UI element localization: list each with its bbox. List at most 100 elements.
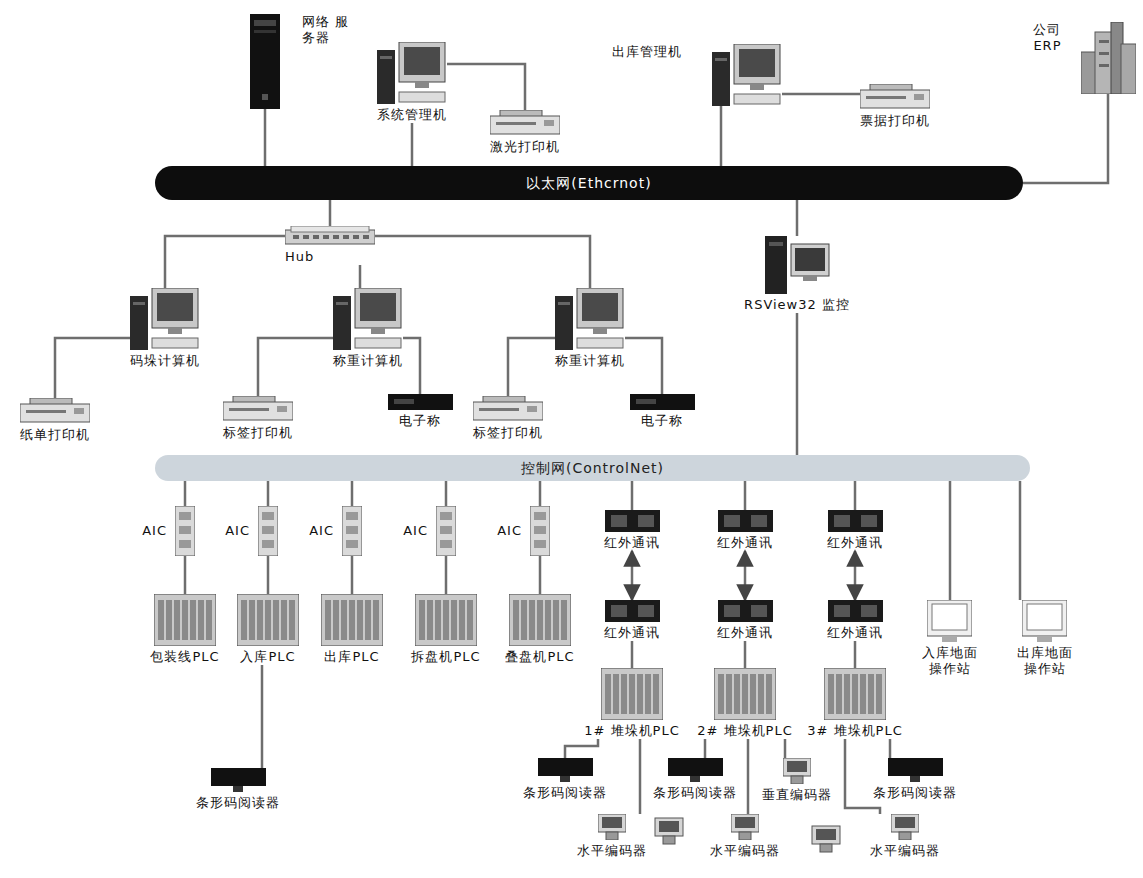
network-link (445, 481, 448, 506)
bus-label: 以太网(Ethcrnot) (526, 175, 651, 191)
infrared-unit-icon (718, 510, 773, 532)
device-label: 出库管理机 (612, 44, 682, 60)
network-link (625, 338, 662, 394)
aic-module-icon (530, 506, 550, 556)
network-link (375, 236, 590, 288)
device-label: 系统管理机 (377, 107, 447, 123)
network-link (796, 313, 799, 455)
network-link (704, 739, 707, 758)
scale: 电子称 (630, 394, 695, 429)
barcode-reader: 条形码阅读器 (873, 758, 957, 801)
network-link (845, 739, 880, 814)
plc-rack-icon (509, 594, 571, 646)
network-link (258, 338, 333, 396)
computer: 称重计算机 (555, 288, 625, 369)
computer-icon (765, 236, 830, 294)
device-label: 称重计算机 (555, 353, 625, 369)
printer-icon (223, 396, 293, 422)
computer: 出库管理机 (612, 44, 782, 106)
network-link (445, 556, 448, 594)
device-label: 码垛计算机 (130, 353, 200, 369)
device-label: 2# 堆垛机PLC (697, 723, 792, 739)
plc-rack-icon (714, 668, 776, 720)
infrared-unit-icon (828, 510, 883, 532)
encoder: 水平编码器 (870, 814, 940, 859)
aic-module: AIC (142, 506, 195, 556)
device-label: 电子称 (641, 413, 683, 429)
device-label: 纸单打印机 (20, 427, 90, 443)
network-link (747, 739, 750, 814)
network-link (782, 93, 860, 96)
barcode-reader-icon (888, 758, 943, 782)
device-label: 3# 堆垛机PLC (807, 723, 902, 739)
network-link (55, 338, 130, 398)
printer: 激光打印机 (490, 110, 560, 155)
network-link (744, 481, 747, 510)
device-label: 入库PLC (240, 649, 295, 665)
network-link (784, 739, 787, 758)
network-link (359, 265, 362, 288)
network-link (631, 641, 634, 668)
device-label: AIC (309, 523, 334, 539)
infrared-unit-icon (605, 510, 660, 532)
device-label: 叠盘机PLC (505, 649, 574, 665)
barcode-reader-icon (538, 758, 593, 782)
printer: 标签打印机 (223, 396, 293, 441)
network-link (744, 641, 747, 668)
network-link (854, 641, 857, 668)
network-link (539, 556, 542, 594)
computer-icon (377, 42, 447, 104)
plc-rack-icon (601, 668, 663, 720)
aic-module: AIC (497, 506, 550, 556)
network-link (403, 338, 420, 394)
plc-rack-icon (415, 594, 477, 646)
printer-icon (490, 110, 560, 136)
computer-icon (130, 288, 200, 350)
infrared-unit: 红外通讯 (717, 600, 773, 641)
device-label: 电子称 (399, 413, 441, 429)
scale-icon (388, 394, 453, 410)
plc: 3# 堆垛机PLC (807, 668, 902, 739)
device-label: RSView32 监控 (744, 297, 850, 313)
barcode-reader: 条形码阅读器 (653, 758, 737, 801)
monitor-station: RSView32 监控 (744, 236, 850, 313)
aic-module: AIC (403, 506, 456, 556)
encoder: 水平编码器 (577, 814, 647, 859)
aic-module-icon (436, 506, 456, 556)
aic-module-icon (258, 506, 278, 556)
encoder-icon (655, 818, 683, 844)
plc: 叠盘机PLC (505, 594, 574, 665)
erp-system: 公司 ERP (1033, 22, 1136, 94)
printer: 纸单打印机 (20, 398, 90, 443)
barcode-reader: 条形码阅读器 (523, 758, 607, 801)
encoder-icon (812, 826, 840, 852)
network-link (889, 739, 892, 758)
device-label: 条形码阅读器 (523, 785, 607, 801)
encoder-icon (891, 814, 919, 840)
device-label: 红外通讯 (827, 625, 883, 641)
network-link (854, 551, 857, 600)
device-label: 标签打印机 (473, 425, 543, 441)
encoder-icon (598, 814, 626, 840)
computer-icon (333, 288, 403, 350)
operator-station-icon (1022, 600, 1067, 642)
network-link (267, 556, 270, 594)
plc-rack-icon (237, 594, 299, 646)
printer: 票据打印机 (860, 84, 930, 129)
network-link (267, 481, 270, 506)
aic-module: AIC (225, 506, 278, 556)
encoder: 垂直编码器 (762, 758, 832, 803)
network-link (565, 739, 598, 758)
device-label: 出库地面 操作站 (1015, 645, 1075, 677)
network-link (351, 556, 354, 594)
network-link (165, 236, 285, 288)
device-label: 激光打印机 (490, 139, 560, 155)
network-link (539, 481, 542, 506)
network-link (351, 481, 354, 506)
infrared-unit: 红外通讯 (717, 510, 773, 551)
barcode-reader: 条形码阅读器 (196, 768, 280, 811)
device-label: 水平编码器 (577, 843, 647, 859)
device-label: 出库PLC (324, 649, 379, 665)
device-label: 称重计算机 (333, 353, 403, 369)
